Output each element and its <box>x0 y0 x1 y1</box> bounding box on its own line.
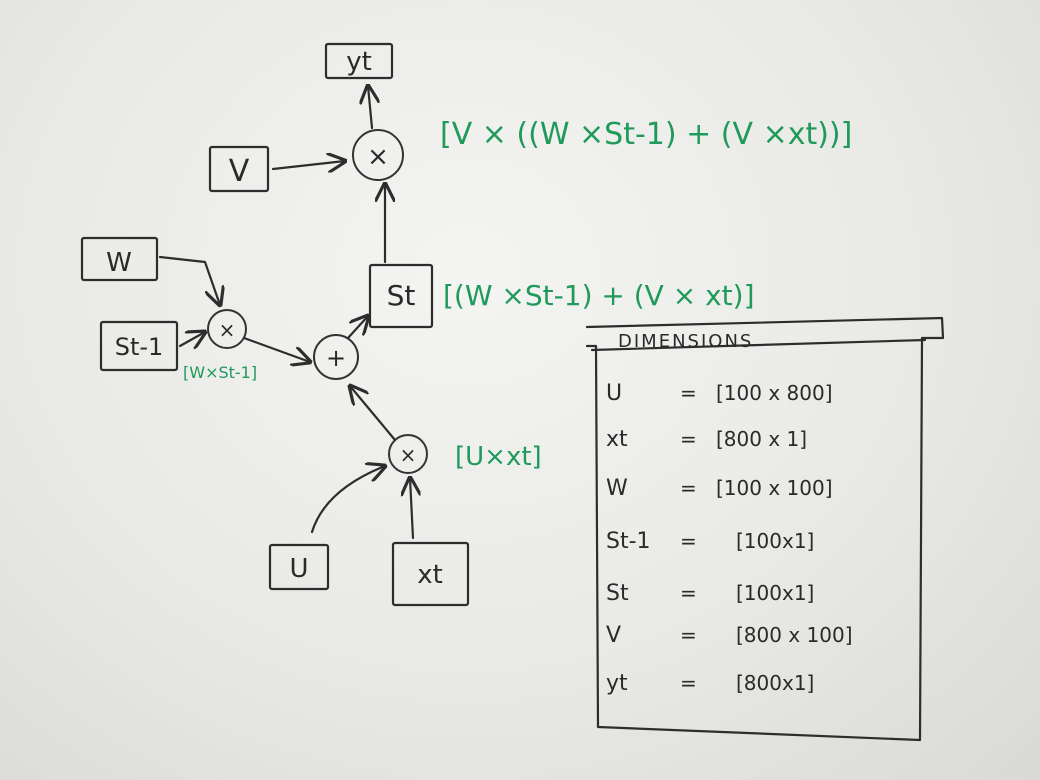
add-node: + <box>313 334 359 380</box>
annotation-output: [V × ((W ×St-1) + (V ×xt))] <box>440 117 852 152</box>
dimension-name: V <box>606 623 621 648</box>
dimension-equals: = <box>680 427 697 451</box>
arrow-multux-to-add <box>350 386 397 442</box>
node-u-label: U <box>289 554 308 584</box>
dimensions-table: DIMENSIONS U = [100 x 800] xt = [800 x 1] W = [1… <box>585 316 945 742</box>
dimension-value: [100x1] <box>736 581 814 605</box>
node-w-box: W <box>80 236 159 282</box>
dimension-name: xt <box>606 427 628 452</box>
dimensions-header-divider <box>590 338 927 352</box>
annotation-w-times-s: [W×St-1] <box>183 363 257 382</box>
dimension-name: W <box>606 476 628 501</box>
node-yt-label: yt <box>346 47 372 77</box>
dimension-name: St <box>606 581 629 606</box>
annotation-state: [(W ×St-1) + (V × xt)] <box>443 279 755 312</box>
multiply-node-u-x-symbol: × <box>400 443 417 467</box>
node-st-label: St <box>387 279 416 312</box>
dimensions-title: DIMENSIONS <box>618 331 753 352</box>
multiply-node-w-s-symbol: × <box>219 318 236 342</box>
arrow-mult-to-add <box>242 336 310 362</box>
dimensions-table-border <box>585 316 945 742</box>
dimension-value: [800 x 1] <box>716 427 807 451</box>
dimension-name: U <box>606 381 622 406</box>
dimension-value: [800 x 100] <box>736 623 853 647</box>
dimension-equals: = <box>680 581 697 605</box>
add-node-symbol: + <box>326 344 346 372</box>
multiply-node-output: × <box>352 129 404 181</box>
dimension-equals: = <box>680 623 697 647</box>
dimension-value: [800x1] <box>736 671 814 695</box>
annotation-u-times-x: [U×xt] <box>455 442 542 472</box>
arrow-mult-to-yt <box>368 86 372 130</box>
dimension-equals: = <box>680 476 697 500</box>
arrow-stprev-to-mult <box>178 332 205 346</box>
node-st-box: St <box>368 263 434 329</box>
arrow-w-to-mult <box>158 255 220 305</box>
arrow-u-to-multux <box>310 466 385 534</box>
arrow-xt-to-multux <box>410 478 413 540</box>
dimension-value: [100 x 800] <box>716 381 833 405</box>
multiply-node-output-symbol: × <box>367 142 389 172</box>
node-v-box: V <box>208 145 270 193</box>
node-st-prev-box: St-1 <box>99 320 179 372</box>
multiply-node-u-x: × <box>388 434 428 474</box>
dimension-name: St-1 <box>606 529 651 554</box>
dimension-value: [100 x 100] <box>716 476 833 500</box>
node-u-box: U <box>268 543 330 591</box>
node-xt-box: xt <box>391 541 470 607</box>
node-v-label: V <box>229 154 250 189</box>
dimensions-rows: U = [100 x 800] xt = [800 x 1] W = [100 x 100] St… <box>606 381 853 696</box>
dimension-equals: = <box>680 529 697 553</box>
node-w-label: W <box>106 248 132 278</box>
node-st-prev-label: St-1 <box>115 333 164 361</box>
arrow-v-to-mult <box>271 161 345 169</box>
dimension-name: yt <box>606 671 628 696</box>
arrow-add-to-st <box>346 316 368 340</box>
dimension-equals: = <box>680 381 697 405</box>
multiply-node-w-s: × <box>207 309 247 349</box>
node-xt-label: xt <box>417 560 443 590</box>
node-yt-box: yt <box>324 42 394 80</box>
dimension-equals: = <box>680 671 697 695</box>
dimension-value: [100x1] <box>736 529 814 553</box>
